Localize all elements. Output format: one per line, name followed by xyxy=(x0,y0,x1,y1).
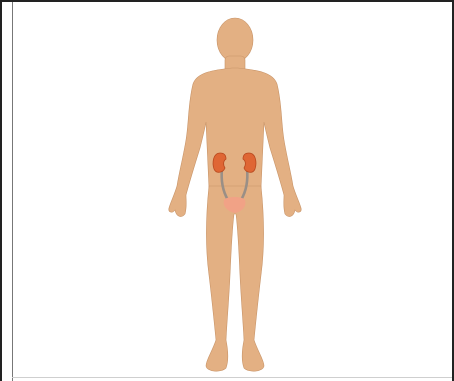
head xyxy=(217,18,253,62)
right-kidney xyxy=(243,153,256,172)
body-silhouette xyxy=(169,18,301,371)
legs xyxy=(206,186,264,371)
left-kidney xyxy=(213,153,226,172)
